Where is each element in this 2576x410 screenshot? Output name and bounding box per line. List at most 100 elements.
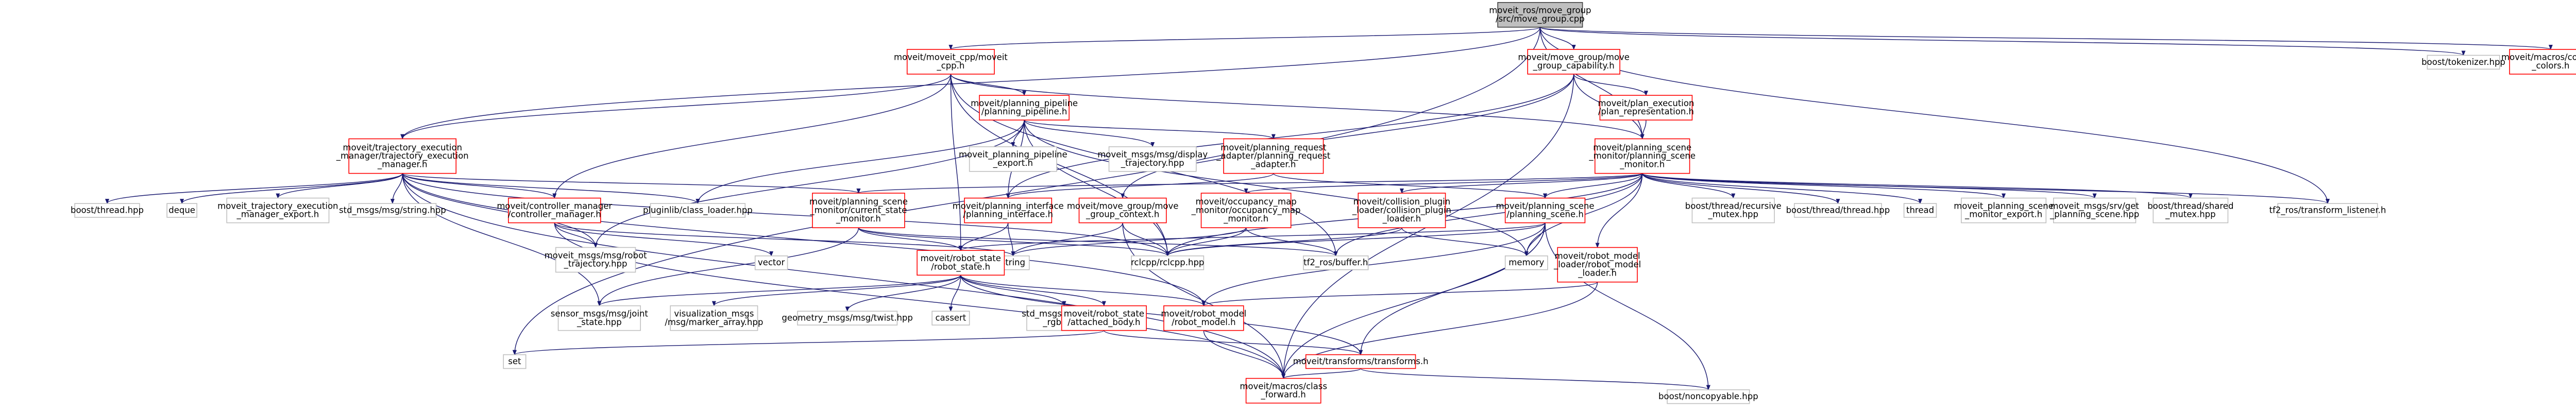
graph-node-noncopyable: boost/noncopyable.hpp [1658,389,1758,404]
node-box [1691,197,1775,224]
node-label-line: moveit/planning_scene [809,197,908,207]
dependency-edge [105,173,403,204]
graph-node-transforms[interactable]: moveit/transforms/transforms.h [1293,354,1429,369]
node-box [1131,255,1205,270]
node-label-line: _loader.h [1382,214,1421,224]
node-label-line: moveit/robot_state [921,253,1001,264]
graph-node-get-planning-scene: moveit_msgs/srv/get_planning_scene.hpp [2049,197,2139,224]
node-label-line: deque [168,206,195,215]
dependency-edge [1024,120,1529,257]
node-label-line: moveit/controller_manager [497,201,612,211]
dependency-edge [390,173,403,204]
dependency-edge [960,275,1066,306]
dependency-edge [1539,27,2553,50]
node-box [226,197,330,224]
dependency-edge [1122,223,1286,379]
dependency-edge [948,275,961,312]
node-label-line: moveit/plan_execution [1598,98,1694,109]
graph-node-mg-context[interactable]: moveit/move_group/move_group_context.h [1067,197,1179,224]
node-box [754,255,788,270]
dependency-edge [950,74,1645,140]
graph-node-pluginlib: pluginlib/class_loader.hpp [643,203,753,218]
dependency-edge [276,173,403,199]
node-box [348,203,437,218]
node-label-line: moveit/planning_request [1221,143,1327,153]
graph-node-attached-body[interactable]: moveit/robot_state/attached_body.h [1061,305,1147,331]
node-label-line: boost/noncopyable.hpp [1658,391,1758,401]
graph-node-current-state-monitor[interactable]: moveit/planning_scene_monitor/current_st… [809,193,908,228]
node-label-line: moveit_planning_pipeline [959,150,1067,160]
node-box [507,197,601,224]
node-label-line: boost/tokenizer.hpp [2421,57,2505,67]
node-label-line: boost/thread/recursive [1685,201,1782,211]
node-box [555,247,636,273]
graph-node-plan-representation[interactable]: moveit/plan_execution/plan_representatio… [1598,95,1694,121]
graph-node-pr-adapter[interactable]: moveit/planning_request_adapter/planning… [1216,138,1331,174]
dependency-edge [554,223,598,248]
dependency-edge [1281,282,1598,379]
graph-node-robot-trajectory: moveit_msgs/msg/robot_trajectory.hpp [545,247,647,273]
node-box [1200,193,1292,228]
dependency-edge [402,173,860,194]
graph-node-tf2-listener: tf2_ros/transform_listener.h [2269,203,2386,218]
node-box [797,311,898,326]
graph-node-robot-model-loader[interactable]: moveit/robot_model_loader/robot_model_lo… [1553,247,1641,283]
dependency-edge [512,27,1541,355]
graph-node-planning-pipeline[interactable]: moveit/planning_pipeline/planning_pipeli… [971,95,1078,121]
graph-node-robot-state[interactable]: moveit/robot_state/robot_state.h [917,250,1005,276]
node-box [1497,2,1583,28]
dependency-edge [1573,74,1648,96]
dependency-edge [402,173,557,199]
graph-node-occupancy-map[interactable]: moveit/occupancy_map_monitor/occupancy_m… [1191,193,1301,228]
node-label-line: memory [1509,258,1544,267]
graph-node-vector: vector [754,255,788,270]
node-label-line: _planning_scene.hpp [2049,210,2139,220]
graph-node-robot-model[interactable]: moveit/robot_model/robot_model.h [1161,305,1246,331]
dependency-edge [858,227,1170,257]
graph-node-tem[interactable]: moveit/trajectory_execution_manager/traj… [336,138,469,174]
graph-node-planning-interface[interactable]: moveit/planning_interface/planning_inter… [953,197,1064,224]
node-label-line: boost/thread/shared [2147,201,2233,211]
graph-node-psm[interactable]: moveit/planning_scene_monitor/planning_s… [1588,138,1696,174]
graph-node-controller-manager[interactable]: moveit/controller_manager/controller_man… [497,197,612,224]
dependency-edge [1165,227,1247,257]
graph-node-boost-tokenizer: boost/tokenizer.hpp [2421,55,2505,70]
node-label-line: _monitor.h [1619,159,1665,169]
dependency-edge [950,74,963,251]
node-label-line: _monitor_export.h [1964,210,2042,220]
node-box [503,354,527,369]
graph-node-cpp-moveit[interactable]: moveit/moveit_cpp/moveit_cpp.h [894,49,1008,75]
node-box [1305,354,1416,369]
node-box [166,203,197,218]
dependency-edge [858,227,963,251]
node-label-line: _trajectory.hpp [564,259,628,269]
graph-node-collision-plugin[interactable]: moveit/collision_plugin_loader/collision… [1352,193,1451,228]
node-label-line: _mutex.hpp [2165,210,2216,220]
graph-node-mg-capability[interactable]: moveit/move_group/move_group_capability.… [1518,49,1630,75]
dependency-edge [857,173,1643,194]
dependency-edge [960,275,1363,355]
graph-node-joint-state: sensor_msgs/msg/joint_state.hpp [551,305,648,331]
dependency-edge [1595,173,1643,248]
node-box [2277,203,2378,218]
graph-node-class-forward[interactable]: moveit/macros/class_forward.h [1240,378,1327,404]
node-box [1061,305,1147,331]
dependency-edge [1024,119,1155,147]
node-label-line: _loader/robot_model [1553,260,1641,270]
node-box [1594,138,1690,174]
graph-node-deque: deque [166,203,197,218]
graph-node-display-traj: moveit_msgs/msg/display_trajectory.hpp [1097,146,1208,172]
dependency-edge [1011,227,1247,257]
graph-node-planning-scene[interactable]: moveit/planning_scene/planning_scene.h [1496,197,1595,224]
node-box [812,193,905,228]
graph-node-console-colors[interactable]: moveit/macros/console_colors.h [2501,49,2576,75]
node-label-line: std_msgs/msg/string.hpp [339,206,446,216]
graph-node-root[interactable]: moveit_ros/move_group/src/move_group.cpp [1489,2,1591,28]
node-box [1303,255,1369,270]
node-layer: moveit_ros/move_group/src/move_group.cpp… [71,2,2576,404]
node-box [1223,138,1324,174]
dependency-edge [1641,173,1840,204]
node-label-line: /controller_manager.h [508,210,601,220]
dependency-edge [1543,173,1643,199]
dependency-edge [554,223,1286,379]
